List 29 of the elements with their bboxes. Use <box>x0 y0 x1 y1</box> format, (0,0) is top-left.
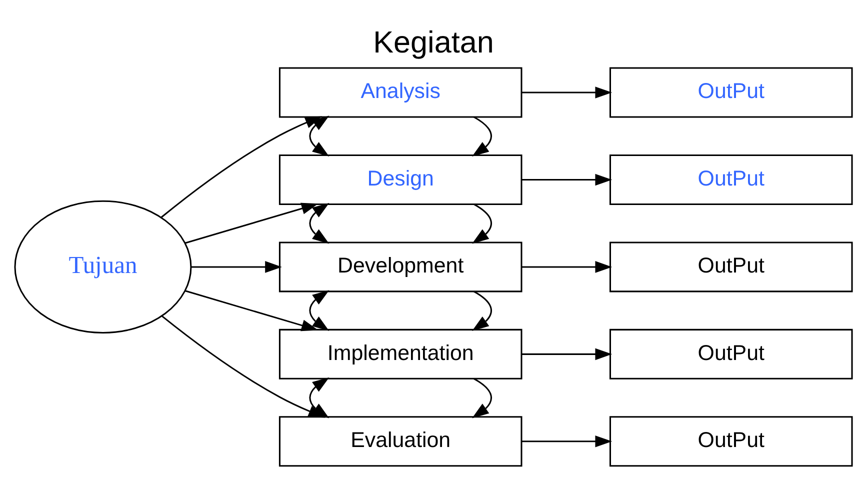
arrow <box>472 378 492 418</box>
arrow <box>522 86 612 98</box>
arrow <box>160 116 322 218</box>
arrow <box>184 290 318 331</box>
node-box: OutPut <box>609 241 853 292</box>
node-box: OutPut <box>609 328 853 379</box>
arrow <box>191 260 282 272</box>
arrow <box>472 116 492 156</box>
node-box: Design <box>278 154 522 204</box>
arrow <box>184 202 318 244</box>
arrow <box>522 260 612 272</box>
arrow <box>522 173 612 186</box>
node-ellipse: Tujuan <box>14 200 192 334</box>
arrow <box>309 376 330 418</box>
arrow <box>309 202 330 244</box>
node-box: Implementation <box>278 328 522 379</box>
diagram-title: Kegiatan <box>373 25 494 60</box>
node-box: Evaluation <box>278 416 522 466</box>
node-box: Development <box>278 241 522 292</box>
arrow <box>522 435 612 447</box>
arrow <box>472 203 492 244</box>
node-box: OutPut <box>609 66 853 118</box>
arrow <box>309 290 330 330</box>
node-box: OutPut <box>609 416 853 466</box>
node-box: OutPut <box>609 154 853 204</box>
arrow <box>522 348 612 360</box>
arrow <box>472 290 492 330</box>
node-box: Analysis <box>278 66 522 118</box>
arrow <box>309 115 330 156</box>
